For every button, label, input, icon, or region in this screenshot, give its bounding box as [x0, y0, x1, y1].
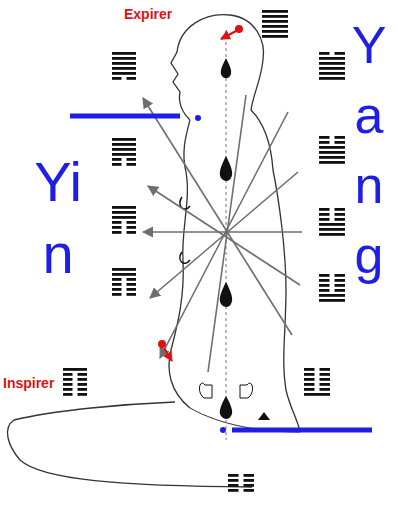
blue-bars: [70, 115, 372, 433]
hexagram-symbols: [63, 10, 345, 492]
side-label: Yin: [30, 146, 86, 290]
chakra-symbols: [180, 58, 270, 420]
breath-label: Inspirer: [3, 375, 54, 391]
legs-outline: [7, 402, 252, 487]
energy-arrows: [143, 95, 302, 372]
body-outline: [171, 15, 300, 432]
breath-label: Expirer: [124, 6, 172, 22]
side-label: Yang: [343, 10, 395, 290]
body-front: [169, 120, 190, 408]
breath-arrows: [158, 25, 243, 361]
